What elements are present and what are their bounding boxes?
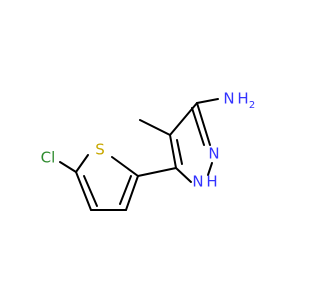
molecule-diagram: S Cl N N H N H 2 [40,89,256,211]
bond-c4-methyl [139,119,171,136]
bond-t5-t4-double [83,175,98,207]
bond-t3-t2 [125,175,139,211]
atom-n1: N [192,173,203,191]
bond-t5-cl [59,161,77,173]
bond-c3-nh2 [196,98,219,104]
bond-t2-s [111,156,139,177]
molecule-svg: S Cl N N H N H 2 [41,90,255,211]
atom-amine-h: H [237,90,248,108]
bond-s-t5 [75,154,89,173]
bond-t5-t4 [75,171,92,211]
atom-n2: N [208,145,219,163]
bond-t3-t2-double [119,175,132,205]
atom-amine-subscript: 2 [249,100,255,111]
bond-n2-c3-double [191,107,205,146]
bond-c5-thiophene [137,167,177,177]
bond-c4-c5-double [176,139,183,165]
atom-amine-n: N [223,90,234,108]
atom-cl: Cl [41,149,56,167]
bond-n1h-n2 [207,162,213,176]
atom-s: S [95,141,105,159]
bond-c4-c5 [169,134,177,169]
atom-n1-h: H [206,173,217,191]
bond-n2-c3 [196,102,211,146]
bond-c5-n1h [175,167,192,183]
